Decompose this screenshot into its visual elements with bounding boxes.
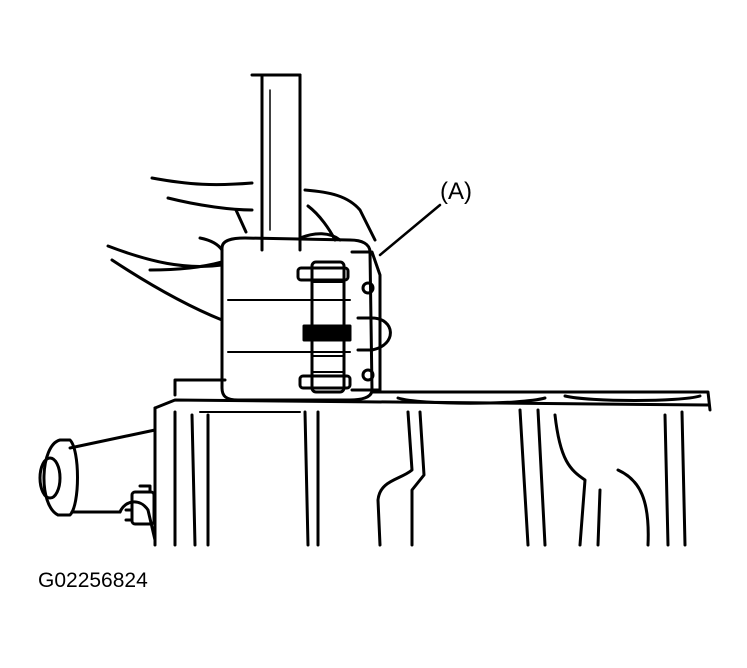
callout-leader-line bbox=[378, 203, 442, 257]
right-hand bbox=[298, 188, 377, 242]
left-hand bbox=[106, 176, 254, 322]
cylinder-block bbox=[153, 378, 712, 547]
ring-compressor-tool bbox=[220, 236, 392, 402]
callout-label-a: (A) bbox=[440, 178, 472, 205]
figure-id: G02256824 bbox=[38, 569, 148, 592]
rod bbox=[250, 73, 302, 242]
crankshaft-end bbox=[38, 428, 157, 542]
